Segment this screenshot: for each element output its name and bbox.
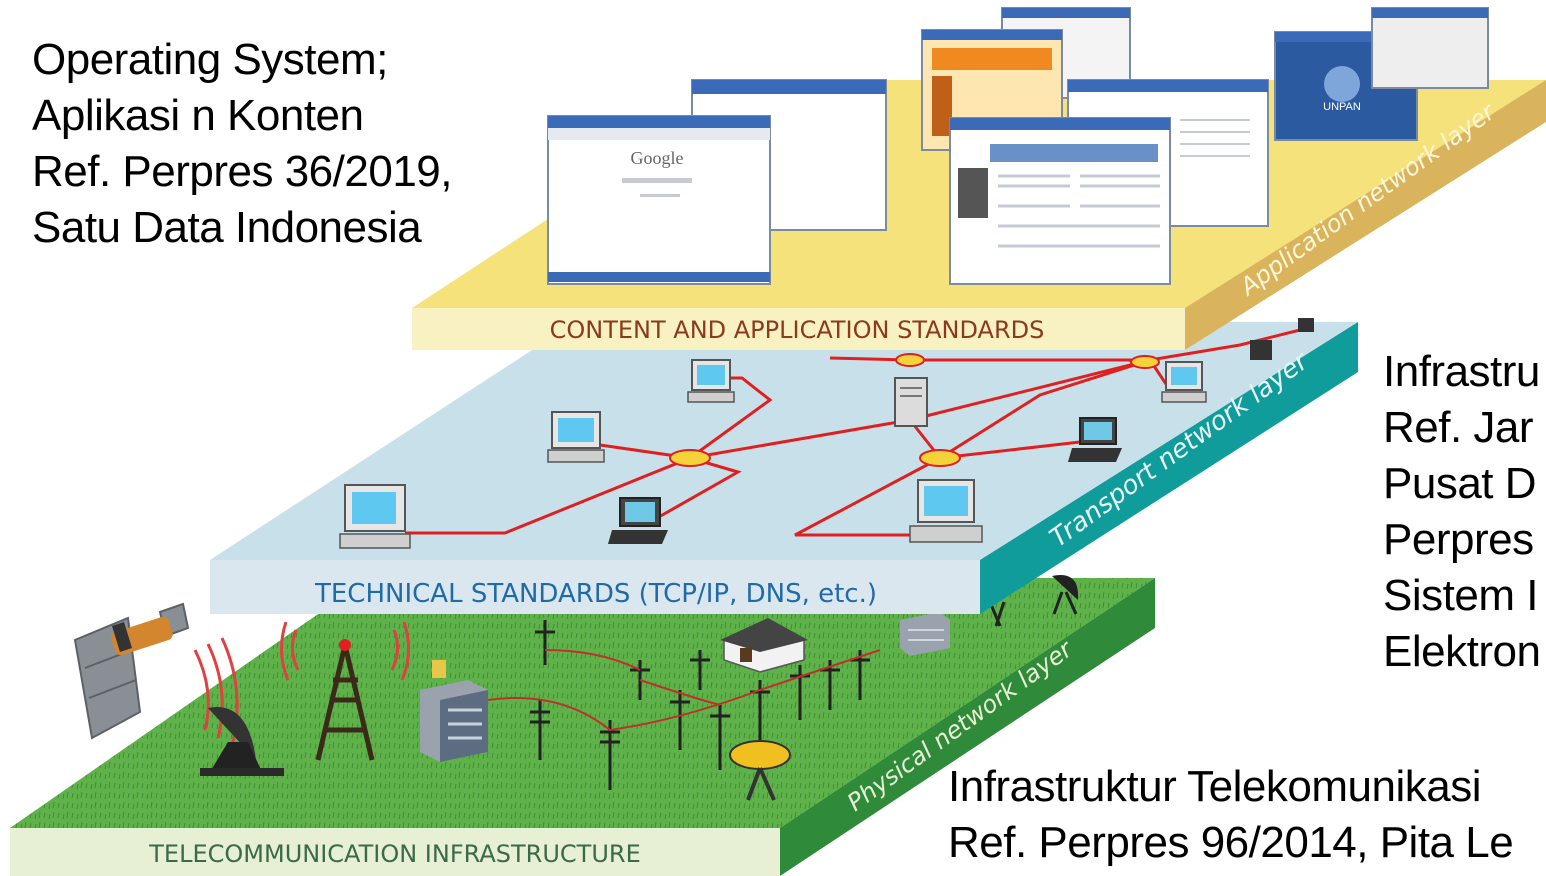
- physical-layer-label: TELECOMMUNICATION INFRASTRUCTURE: [148, 840, 640, 868]
- phone-icon: [1250, 318, 1314, 360]
- caption-physical-layer: Infrastruktur Telekomunikasi Ref. Perpre…: [948, 762, 1514, 867]
- transport-layer-side: [980, 322, 1358, 614]
- laptop-icon: [1068, 417, 1122, 462]
- satellite-dish-icon: [200, 707, 284, 776]
- desktop-computer-icon: [687, 359, 735, 403]
- desktop-computer-icon: [909, 479, 983, 543]
- satellite-icon: [73, 602, 239, 747]
- house-icon: [720, 618, 808, 673]
- google-logo: Google: [631, 148, 684, 168]
- transport-layer: TECHNICAL STANDARDS (TCP/IP, DNS, etc.) …: [210, 318, 1358, 614]
- yellow-dish-icon: [729, 740, 791, 801]
- application-layer-front: [412, 308, 1185, 350]
- caption-transport-layer: Infrastru Ref. Jar Pusat D Perpres Siste…: [1383, 347, 1541, 676]
- desktop-computer-icon: [547, 411, 605, 463]
- physical-layer-top: [10, 578, 1155, 828]
- physical-layer-side: [780, 578, 1155, 876]
- router-nodes: [669, 353, 1160, 467]
- server-icon: [894, 377, 928, 427]
- desktop-computer-icon: [1161, 361, 1207, 403]
- transport-layer-front: [210, 560, 980, 614]
- cable-lines: [487, 649, 881, 732]
- unpan-logo: UNPAN: [1323, 101, 1361, 113]
- exchange-building-icon: [420, 660, 488, 762]
- radio-tower-icon: [280, 621, 410, 761]
- antenna-dish-icon: [988, 575, 1079, 627]
- application-layer-label: CONTENT AND APPLICATION STANDARDS: [550, 316, 1045, 344]
- application-layer-side: [1185, 80, 1546, 350]
- desktop-computer-icon: [339, 484, 411, 549]
- browser-window-front-portal: [949, 117, 1171, 285]
- caption-application-layer: Operating System; Aplikasi n Konten Ref.…: [32, 35, 452, 252]
- physical-layer-front: [10, 828, 780, 876]
- small-building-icon: [900, 612, 950, 656]
- browser-window-google: Google: [547, 115, 771, 285]
- browser-window-top-right: [1371, 7, 1489, 89]
- application-layer: CONTENT AND APPLICATION STANDARDS Applic…: [412, 7, 1546, 350]
- laptop-icon: [608, 497, 668, 544]
- transport-layer-label: TECHNICAL STANDARDS (TCP/IP, DNS, etc.): [314, 579, 877, 609]
